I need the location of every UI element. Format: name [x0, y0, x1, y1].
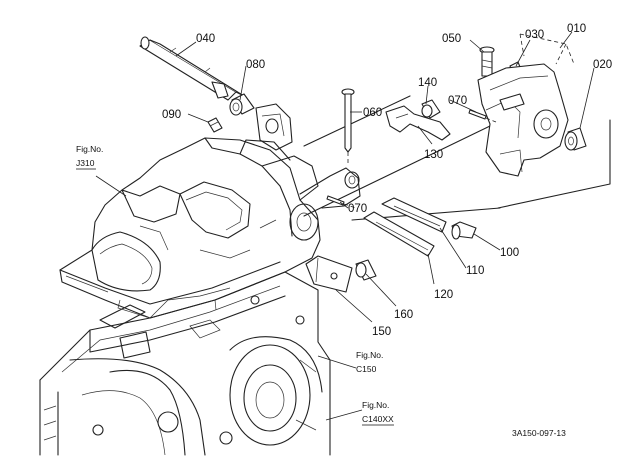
part-080-bushing — [229, 93, 255, 116]
label-050: 050 — [442, 33, 461, 45]
label-070-upper: 070 — [448, 95, 467, 107]
fig-ref-c140xx: Fig.No. C140XX — [362, 400, 394, 426]
label-080: 080 — [246, 59, 265, 71]
svg-text:J310: J310 — [76, 158, 95, 168]
label-150: 150 — [372, 326, 391, 338]
engine-block — [39, 271, 331, 456]
part-060-pin — [341, 88, 355, 166]
label-140: 140 — [418, 77, 437, 89]
svg-text:Fig.No.: Fig.No. — [76, 144, 103, 154]
label-060: 060 — [363, 107, 382, 119]
svg-text:Fig.No.: Fig.No. — [356, 350, 383, 360]
assembly-outline — [303, 95, 611, 221]
part-150-plate — [305, 255, 353, 293]
label-040: 040 — [196, 33, 215, 45]
part-140-collar — [421, 99, 441, 119]
label-130: 130 — [424, 149, 443, 161]
part-050-bolt — [479, 46, 495, 91]
svg-text:C140XX: C140XX — [362, 414, 394, 424]
label-120: 120 — [434, 289, 453, 301]
label-030: 030 — [525, 29, 544, 41]
part-070-pin-upper — [468, 109, 497, 123]
label-110: 110 — [466, 265, 484, 277]
part-120-plate — [363, 211, 435, 257]
leader-lines — [95, 31, 595, 421]
fig-ref-c150: Fig.No. C150 — [356, 350, 383, 374]
part-020-bushing — [564, 127, 587, 151]
label-090: 090 — [162, 109, 181, 121]
part-100-bolt — [451, 221, 477, 240]
label-010: 010 — [567, 23, 586, 35]
part-130-lever — [385, 105, 451, 141]
part-090-clip — [207, 117, 223, 133]
fig-ref-j310: Fig.No. J310 — [76, 144, 103, 170]
part-110-plate — [381, 197, 447, 233]
part-010-housing — [477, 33, 575, 177]
part-040-shaft — [139, 36, 245, 101]
label-070-lower: 070 — [348, 203, 367, 215]
label-020: 020 — [593, 59, 612, 71]
svg-text:Fig.No.: Fig.No. — [362, 400, 389, 410]
label-160: 160 — [394, 309, 413, 321]
label-100: 100 — [500, 247, 519, 259]
part-070-pin-lower — [326, 195, 357, 209]
part-160-bolt — [355, 259, 377, 281]
drawing-code: 3A150-097-13 — [512, 428, 566, 438]
svg-text:C150: C150 — [356, 364, 377, 374]
gear-case — [59, 103, 361, 319]
